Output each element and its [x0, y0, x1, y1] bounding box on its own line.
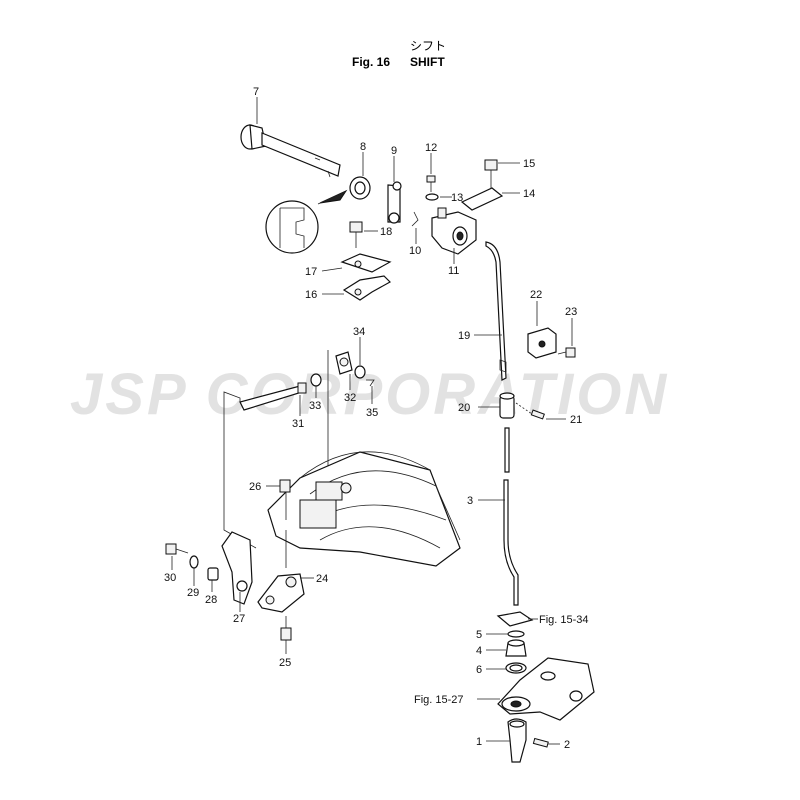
part-10-clip — [411, 211, 419, 227]
callout-13: 13 — [451, 192, 463, 204]
part-22-block — [527, 327, 557, 359]
part-8-oil-seal — [349, 176, 371, 200]
part-6-oring — [505, 662, 527, 674]
part-30-bolt — [165, 543, 189, 555]
callout-18: 18 — [380, 226, 392, 238]
callout-7: 7 — [253, 86, 259, 98]
part-16-bracket — [342, 275, 391, 301]
callout-14: 14 — [523, 188, 535, 200]
part-fig15-34-plate — [496, 611, 534, 627]
callout-16: 16 — [305, 289, 317, 301]
callout-10: 10 — [409, 245, 421, 257]
part-5-oring — [507, 630, 525, 638]
callout-2: 2 — [564, 739, 570, 751]
callout-31: 31 — [292, 418, 304, 430]
part-17-plate — [340, 253, 392, 273]
bottom-cowling — [267, 451, 461, 567]
part-fig15-27-housing — [497, 657, 595, 721]
part-3-shift-rod — [503, 427, 519, 606]
callout-6: 6 — [476, 664, 482, 676]
callout-26: 26 — [249, 481, 261, 493]
part-19-shift-rod — [485, 241, 507, 381]
part-23-bolt — [557, 347, 576, 358]
part-13-washer — [425, 193, 439, 201]
part-29-washer — [189, 555, 199, 569]
part-24-lever — [257, 573, 305, 613]
part-35-clip — [366, 379, 375, 387]
callout-9: 9 — [391, 145, 397, 157]
part-25-bolt — [280, 616, 292, 641]
callout-labels: 7 8 9 12 13 15 14 10 11 18 17 16 19 22 2… — [164, 86, 589, 751]
part-15-bolt — [484, 159, 498, 190]
part-2-pin — [532, 737, 549, 748]
callout-4: 4 — [476, 645, 482, 657]
callout-17: 17 — [305, 266, 317, 278]
callout-fig15-27: Fig. 15-27 — [414, 694, 464, 706]
callout-27: 27 — [233, 613, 245, 625]
part-26-nut — [279, 479, 291, 493]
part-28-collar — [207, 567, 219, 581]
callout-29: 29 — [187, 587, 199, 599]
callout-25: 25 — [279, 657, 291, 669]
watermark: JSP CORPORATION — [70, 362, 669, 427]
callout-30: 30 — [164, 572, 176, 584]
figure-title: SHIFT — [410, 55, 445, 69]
callout-11: 11 — [448, 265, 459, 277]
callout-22: 22 — [530, 289, 542, 301]
callout-24: 24 — [316, 573, 328, 585]
callout-23: 23 — [565, 306, 577, 318]
part-12-bolt — [426, 175, 436, 192]
callout-12: 12 — [425, 142, 437, 154]
callout-32: 32 — [344, 392, 356, 404]
part-27-arm — [221, 531, 253, 605]
callout-1: 1 — [476, 736, 482, 748]
callout-21: 21 — [570, 414, 582, 426]
part-32-joint — [335, 351, 353, 375]
part-20-connector — [499, 392, 515, 419]
part-33-nut — [310, 373, 322, 387]
title-japanese: シフト — [410, 39, 446, 53]
part-31-link-rod — [239, 382, 307, 411]
callout-19: 19 — [458, 330, 470, 342]
part-1-shift-shaft — [507, 718, 527, 763]
callout-34: 34 — [353, 326, 365, 338]
callout-35: 35 — [366, 407, 378, 419]
part-18-bolt — [349, 221, 363, 248]
part-34-washer — [354, 365, 366, 379]
part-7-shift-rod — [240, 124, 341, 178]
figure-number: Fig. 16 — [352, 55, 390, 69]
callout-8: 8 — [360, 141, 366, 153]
part-4-bushing — [505, 639, 527, 657]
callout-15: 15 — [523, 158, 535, 170]
callout-28: 28 — [205, 594, 217, 606]
part-9-lever — [387, 181, 402, 224]
part-11-bracket — [431, 207, 477, 255]
callout-fig15-34: Fig. 15-34 — [539, 614, 589, 626]
watermark-text: JSP CORPORATION — [70, 362, 669, 427]
part-14-plate — [460, 187, 504, 211]
callout-3: 3 — [467, 495, 473, 507]
part-21-pin — [530, 409, 545, 420]
callout-20: 20 — [458, 402, 470, 414]
detail-inset — [265, 189, 348, 254]
callout-33: 33 — [309, 400, 321, 412]
callout-5: 5 — [476, 629, 482, 641]
